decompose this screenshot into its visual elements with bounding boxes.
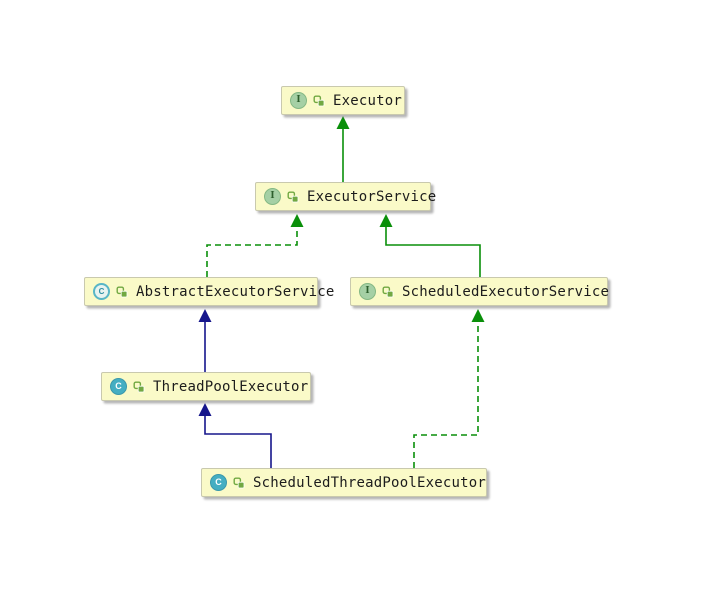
node-label: ScheduledExecutorService bbox=[402, 283, 610, 300]
edge-implements-ScheduledThreadPoolExecutor-to-ScheduledExecutorService bbox=[413, 322, 479, 468]
interface-icon: I bbox=[264, 188, 281, 205]
open-lock-icon bbox=[233, 477, 245, 488]
node-label: Executor bbox=[333, 92, 403, 109]
arrowhead-icon bbox=[379, 214, 393, 227]
node-scheduled-thread-pool-executor[interactable]: C ScheduledThreadPoolExecutor bbox=[201, 468, 487, 497]
open-lock-icon bbox=[133, 381, 145, 392]
node-label: ScheduledThreadPoolExecutor bbox=[253, 474, 486, 491]
open-lock-icon bbox=[382, 286, 394, 297]
node-label: ExecutorService bbox=[307, 188, 437, 205]
abstract-class-icon: C bbox=[93, 283, 110, 300]
node-abstract-executor-service[interactable]: C AbstractExecutorService bbox=[84, 277, 334, 306]
arrowhead-icon bbox=[471, 309, 485, 322]
arrowhead-icon bbox=[336, 116, 350, 129]
interface-icon: I bbox=[290, 92, 307, 109]
arrowhead-icon bbox=[198, 403, 212, 416]
arrowhead-icon bbox=[290, 214, 304, 227]
edge-extends-ScheduledThreadPoolExecutor-to-ThreadPoolExecutor bbox=[204, 416, 272, 468]
node-thread-pool-executor[interactable]: C ThreadPoolExecutor bbox=[101, 372, 311, 401]
class-icon: C bbox=[110, 378, 127, 395]
node-scheduled-executor-service[interactable]: I ScheduledExecutorService bbox=[350, 277, 610, 306]
interface-icon: I bbox=[359, 283, 376, 300]
arrowhead-icon bbox=[198, 309, 212, 322]
edge-extends-ScheduledExecutorService-to-ExecutorService bbox=[385, 227, 481, 277]
open-lock-icon bbox=[313, 95, 325, 106]
node-label: ThreadPoolExecutor bbox=[153, 378, 309, 395]
node-executor-service[interactable]: I ExecutorService bbox=[255, 182, 436, 211]
edge-implements-AbstractExecutorService-to-ExecutorService bbox=[206, 227, 298, 277]
class-icon: C bbox=[210, 474, 227, 491]
open-lock-icon bbox=[287, 191, 299, 202]
node-executor[interactable]: I Executor bbox=[281, 86, 405, 115]
node-label: AbstractExecutorService bbox=[136, 283, 335, 300]
open-lock-icon bbox=[116, 286, 128, 297]
